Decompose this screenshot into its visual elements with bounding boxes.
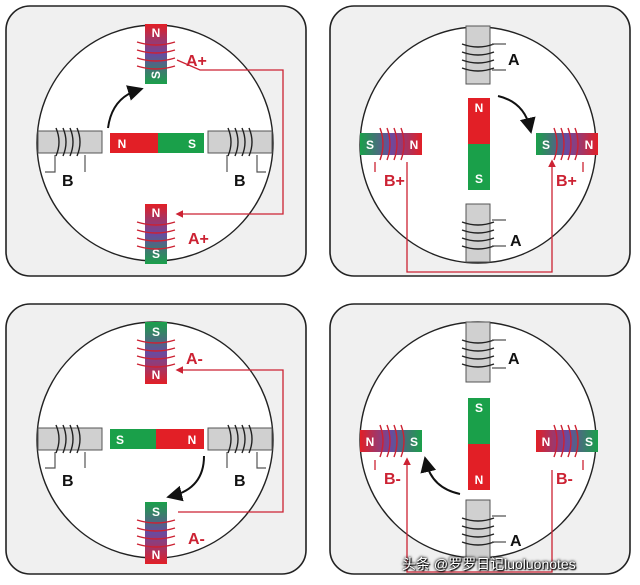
- phase-label-b-left: B: [62, 173, 74, 190]
- stator-pole-b-left: S N: [360, 127, 422, 161]
- pole-letter: S: [152, 325, 160, 339]
- phase-label-a-top: A: [508, 52, 520, 69]
- stator-pole-a-top: [461, 321, 506, 383]
- pole-letter: S: [410, 435, 418, 449]
- pole-letter: S: [475, 401, 483, 415]
- rotor-magnet: S N: [468, 398, 490, 490]
- phase-label-a-top: A: [508, 351, 520, 368]
- phase-b-wire: [403, 457, 553, 573]
- panel-3: S N A- S N A- B B: [5, 303, 307, 575]
- pole-letter: S: [366, 138, 374, 152]
- watermark: 头条 @罗罗日记luoluonotes: [402, 556, 576, 572]
- pole-letter: S: [188, 137, 196, 151]
- stator-pole-a-top: N S: [136, 24, 176, 84]
- pole-letter: S: [475, 172, 483, 186]
- panel-4: A A N S B- N S B- S: [329, 303, 631, 575]
- phase-label-b-right: B: [234, 173, 246, 190]
- pole-letter: S: [152, 505, 160, 519]
- stator-pole-a-bottom: S N: [136, 502, 176, 564]
- phase-label-b-right: B: [234, 473, 246, 490]
- pole-letter: N: [366, 435, 375, 449]
- rotation-arrow: [107, 85, 144, 129]
- stator-pole-b-right: [207, 127, 273, 173]
- phase-label-b-right: B+: [556, 173, 577, 190]
- phase-b-wire: [374, 162, 552, 273]
- phase-label-a-bottom: A+: [188, 231, 209, 248]
- phase-a-wire: [175, 59, 284, 218]
- pole-letter: S: [585, 435, 593, 449]
- rotor-magnet: N S: [110, 133, 204, 153]
- phase-label-b-left: B-: [384, 471, 401, 488]
- phase-label-a-bottom: A: [510, 533, 522, 550]
- pole-letter: N: [152, 368, 161, 382]
- stator-pole-a-top: [461, 25, 506, 85]
- pole-letter: S: [152, 247, 160, 261]
- rotation-arrow: [497, 95, 536, 134]
- rotation-arrow: [166, 455, 205, 502]
- stator-pole-a-bottom: [461, 203, 506, 263]
- phase-label-a-bottom: A-: [188, 531, 205, 548]
- pole-letter: N: [152, 206, 161, 220]
- pole-letter: N: [152, 26, 161, 40]
- stator-pole-b-right: S N: [536, 127, 598, 161]
- pole-letter: N: [585, 138, 594, 152]
- stator-pole-b-left: [37, 424, 103, 469]
- pole-letter: N: [410, 138, 419, 152]
- pole-letter: S: [542, 138, 550, 152]
- phase-label-b-right: B-: [556, 471, 573, 488]
- pole-letter: N: [152, 548, 161, 562]
- phase-a-wire: [175, 366, 284, 513]
- pole-letter: N: [542, 435, 551, 449]
- phase-label-a-top: A+: [186, 53, 207, 70]
- pole-letter: N: [188, 433, 197, 447]
- pole-letter: N: [118, 137, 127, 151]
- panel-1: N S A+ N S A+ B B: [5, 5, 307, 277]
- stator-pole-a-bottom: N S: [136, 204, 176, 264]
- pole-letter: N: [475, 473, 484, 487]
- phase-label-a-top: A-: [186, 351, 203, 368]
- stator-pole-b-left: N S: [360, 424, 422, 458]
- rotor-magnet: N S: [468, 98, 490, 190]
- phase-label-a-bottom: A: [510, 233, 522, 250]
- stator-pole-b-right: [207, 424, 273, 469]
- phase-label-b-left: B: [62, 473, 74, 490]
- stator-pole-b-left: [37, 127, 103, 173]
- rotation-arrow: [420, 456, 461, 495]
- pole-letter: S: [149, 71, 163, 79]
- pole-letter: N: [475, 101, 484, 115]
- stator-pole-a-bottom: [461, 499, 506, 561]
- panel-2: A A S N B+ S N B+ N: [329, 5, 631, 277]
- stator-pole-b-right: N S: [536, 424, 598, 458]
- pole-letter: S: [116, 433, 124, 447]
- rotor-magnet: S N: [110, 429, 204, 449]
- phase-label-b-left: B+: [384, 173, 405, 190]
- stator-pole-a-top: S N: [136, 322, 176, 384]
